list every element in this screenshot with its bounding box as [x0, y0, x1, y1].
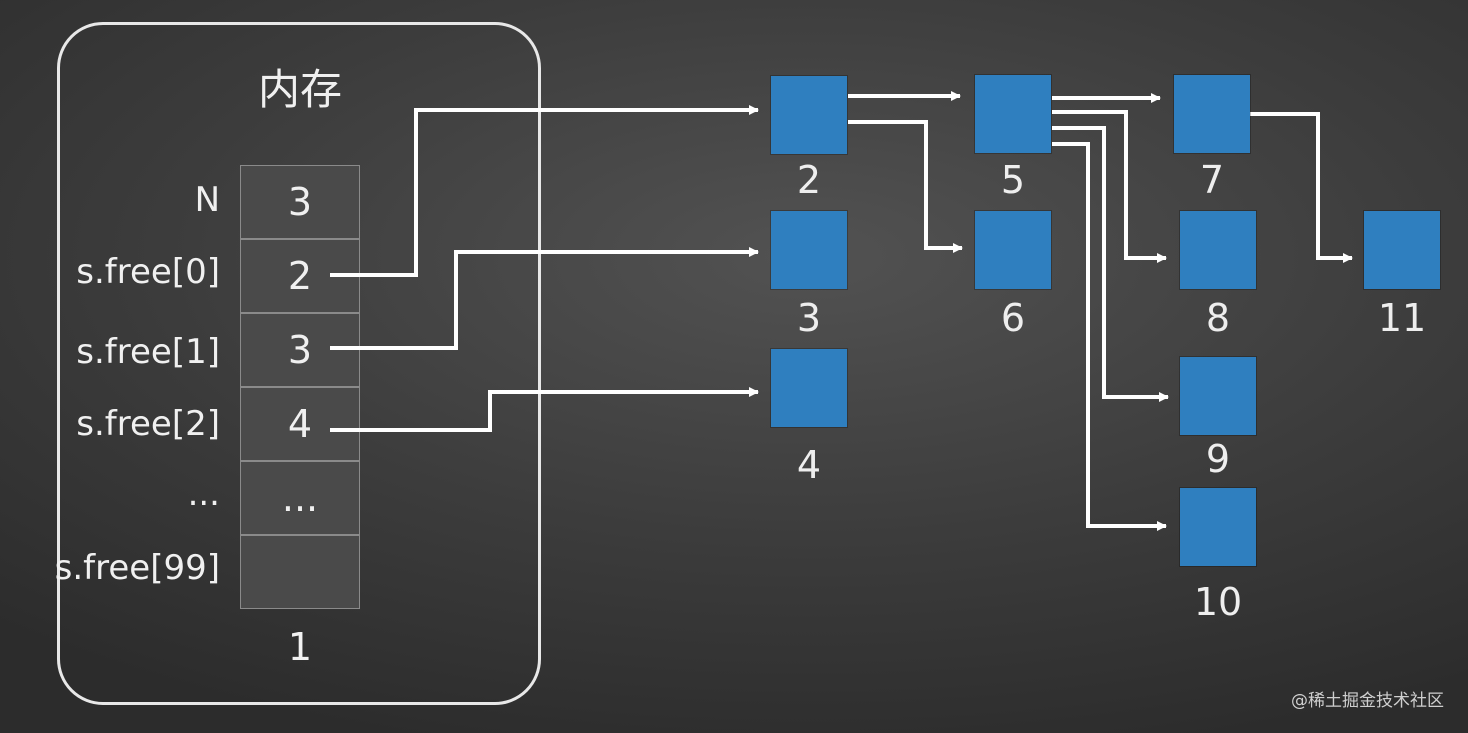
block-node-2 — [771, 76, 847, 154]
arrow-7-to-11 — [1250, 112, 1353, 263]
arrow-free0-to-2 — [330, 105, 759, 277]
block-node-8 — [1180, 211, 1256, 289]
block-label-9: 9 — [1205, 437, 1231, 481]
block-node-4 — [771, 349, 847, 427]
cell-n: 3 — [240, 165, 360, 239]
arrow-5-to-10 — [1052, 142, 1167, 531]
block-label-7: 7 — [1199, 158, 1225, 202]
block-node-3 — [771, 211, 847, 289]
block-label-10: 10 — [1193, 580, 1243, 624]
block-label-4: 4 — [796, 443, 822, 487]
cell-ellipsis: ... — [240, 461, 360, 535]
block-node-6 — [975, 211, 1051, 289]
row-label-free2: s.free[2] — [76, 404, 220, 444]
block-node-7 — [1174, 75, 1250, 153]
block-label-2: 2 — [796, 158, 822, 202]
block-label-6: 6 — [1000, 296, 1026, 340]
arrow-free1-to-3 — [330, 247, 759, 350]
block-label-3: 3 — [796, 296, 822, 340]
arrow-2-to-6 — [848, 120, 963, 253]
block-label-5: 5 — [1000, 158, 1026, 202]
watermark: @稀土掘金技术社区 — [1291, 691, 1444, 711]
arrow-5-to-8 — [1052, 110, 1167, 263]
block-node-5 — [975, 75, 1051, 153]
memory-bottom-value: 1 — [287, 625, 313, 669]
block-label-8: 8 — [1205, 296, 1231, 340]
row-label-free0: s.free[0] — [76, 252, 220, 292]
block-node-10 — [1180, 488, 1256, 566]
block-node-9 — [1180, 357, 1256, 435]
memory-box — [57, 22, 541, 705]
arrow-5-to-9 — [1052, 126, 1169, 402]
block-node-11 — [1364, 211, 1440, 289]
arrow-free2-to-4 — [330, 387, 759, 432]
memory-title: 内存 — [257, 65, 342, 114]
cell-free2: 4 — [240, 387, 360, 461]
row-label-ellipsis: ... — [187, 474, 220, 514]
row-label-free1: s.free[1] — [76, 332, 220, 372]
row-label-free99: s.free[99] — [54, 548, 220, 588]
row-label-n: N — [194, 180, 220, 220]
block-label-11: 11 — [1377, 296, 1427, 340]
cell-free99 — [240, 535, 360, 609]
